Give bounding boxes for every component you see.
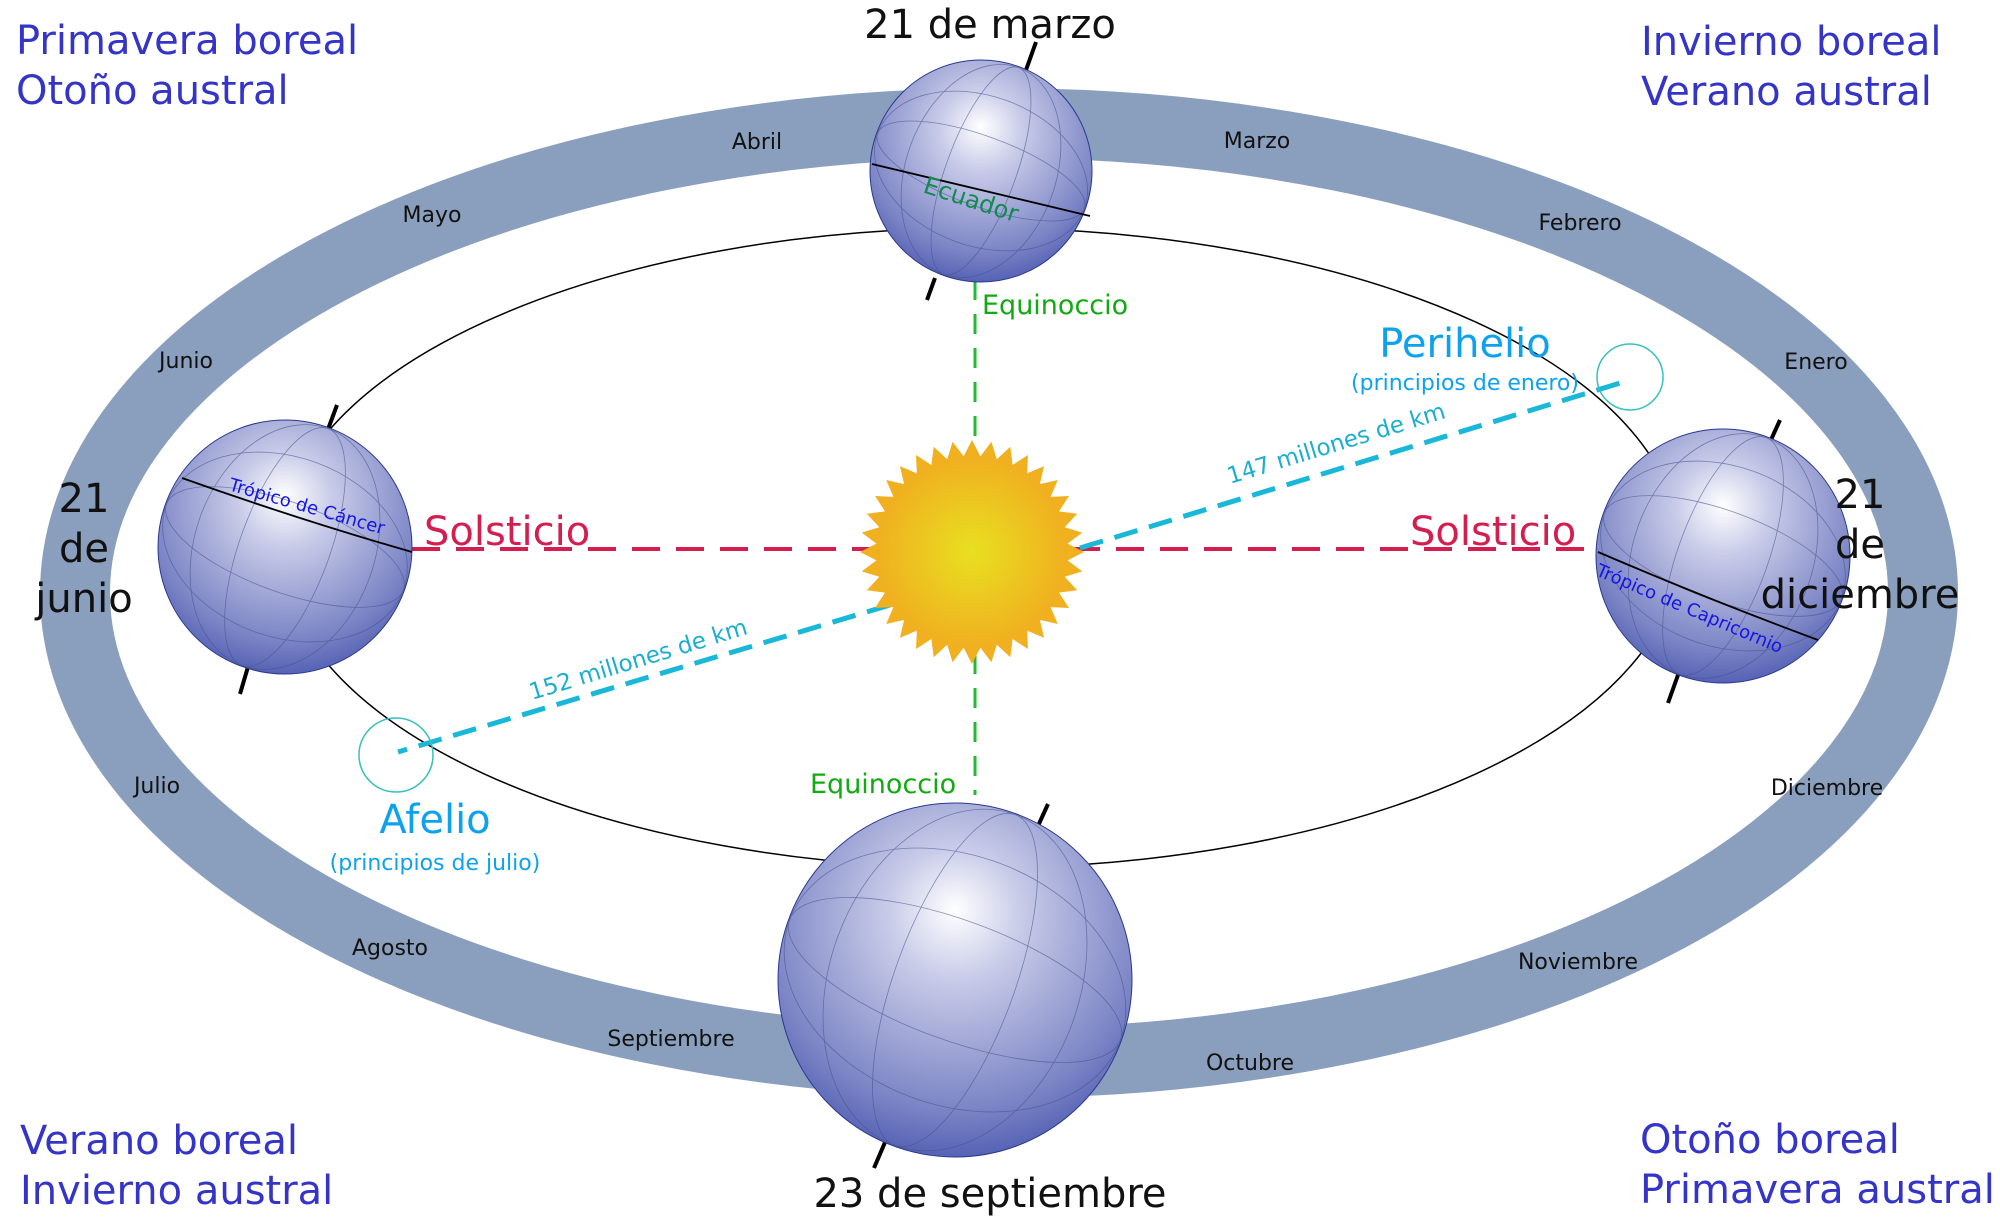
earth-june (157, 404, 413, 695)
earth-march (869, 41, 1093, 301)
season-top-right-line1: Invierno boreal (1641, 19, 1942, 65)
date-december-line2: de (1835, 522, 1885, 568)
equinox-label-top: Equinoccio (982, 290, 1128, 321)
aphelion-distance-line (397, 602, 891, 755)
date-december-line1: 21 (1835, 472, 1886, 518)
date-june-line1: 21 (59, 476, 110, 522)
solstice-label-right: Solsticio (1410, 509, 1576, 555)
month-septiembre: Septiembre (607, 1027, 734, 1052)
date-march: 21 de marzo (864, 2, 1116, 48)
month-marzo: Marzo (1224, 129, 1291, 154)
perihelion-marker (1596, 343, 1664, 411)
aphelion-distance-label: 152 millones de km (526, 615, 750, 706)
season-bottom-right-line2: Primavera austral (1640, 1167, 1995, 1213)
equinox-label-bottom: Equinoccio (810, 769, 956, 800)
season-bottom-left-line2: Invierno austral (20, 1168, 333, 1214)
month-junio: Junio (157, 349, 213, 374)
month-noviembre: Noviembre (1518, 950, 1638, 975)
date-december-line3: diciembre (1761, 572, 1960, 618)
month-diciembre: Diciembre (1771, 776, 1883, 801)
perihelion-sublabel: (principios de enero) (1351, 371, 1579, 396)
season-bottom-right-line1: Otoño boreal (1640, 1117, 1900, 1163)
month-febrero: Febrero (1538, 211, 1621, 236)
date-june-line2: de (59, 526, 109, 572)
month-agosto: Agosto (352, 936, 428, 961)
season-top-left-line2: Otoño austral (16, 68, 289, 114)
sun (860, 440, 1084, 664)
solstice-label-left: Solsticio (424, 509, 590, 555)
aphelion-marker (358, 717, 434, 793)
earth-december (1595, 419, 1851, 704)
perihelion-distance-line (1079, 377, 1631, 551)
perihelion-distance-label: 147 millones de km (1224, 399, 1448, 490)
date-september: 23 de septiembre (813, 1171, 1166, 1217)
season-top-right-line2: Verano austral (1641, 69, 1932, 115)
month-octubre: Octubre (1206, 1051, 1294, 1076)
month-julio: Julio (132, 774, 180, 799)
season-top-left-line1: Primavera boreal (16, 18, 358, 64)
month-enero: Enero (1784, 350, 1847, 375)
month-abril: Abril (732, 130, 782, 155)
season-bottom-left-line1: Verano boreal (20, 1118, 298, 1164)
aphelion-sublabel: (principios de julio) (330, 851, 541, 876)
date-june-line3: junio (34, 576, 132, 622)
month-mayo: Mayo (403, 203, 462, 228)
earth-september (777, 802, 1133, 1169)
perihelion-label: Perihelio (1379, 321, 1551, 367)
aphelion-label: Afelio (379, 797, 490, 843)
